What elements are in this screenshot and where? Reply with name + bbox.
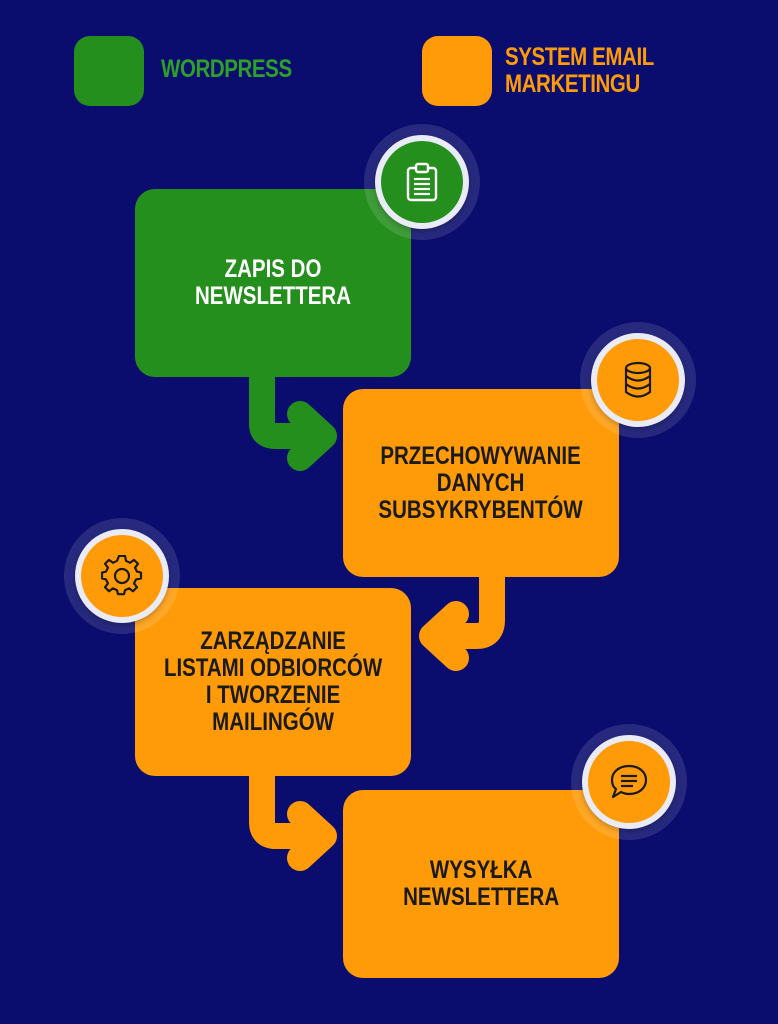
step-label-signup: ZAPIS DO NEWSLETTERA <box>194 255 352 310</box>
legend-label-email-system: SYSTEM EMAIL MARKETINGU <box>505 43 654 98</box>
legend-swatch-wordpress <box>74 36 144 106</box>
step-box-store-data: PRZECHOWYWANIE DANYCH SUBSYKRYBENTÓW <box>343 389 619 577</box>
step-box-manage-lists: ZARZĄDZANIE LISTAMI ODBIORCÓW I TWORZENI… <box>135 588 411 776</box>
step-label-store-data: PRZECHOWYWANIE DANYCH SUBSYKRYBENTÓW <box>378 441 584 524</box>
legend-label-wordpress: WORDPRESS <box>161 55 292 83</box>
clipboard-icon <box>406 162 438 202</box>
step-label-send-newsletter: WYSYŁKA NEWSLETTERA <box>402 856 560 911</box>
gear-icon <box>101 555 143 596</box>
step-label-manage-lists: ZARZĄDZANIE LISTAMI ODBIORCÓW I TWORZENI… <box>163 627 383 736</box>
arrow-step2-to-step3 <box>419 557 505 671</box>
database-icon <box>624 361 652 398</box>
step-box-send-newsletter: WYSYŁKA NEWSLETTERA <box>343 790 619 978</box>
legend-swatch-email-system <box>422 36 492 106</box>
chat-icon <box>610 764 648 799</box>
arrow-step1-to-step2 <box>249 357 337 471</box>
step-badge-manage-lists <box>64 518 180 634</box>
step-badge-send-newsletter <box>571 724 687 840</box>
step-badge-store-data <box>580 322 696 438</box>
arrow-step3-to-step4 <box>249 757 337 871</box>
step-badge-signup <box>364 124 480 240</box>
step-box-signup: ZAPIS DO NEWSLETTERA <box>135 189 411 377</box>
